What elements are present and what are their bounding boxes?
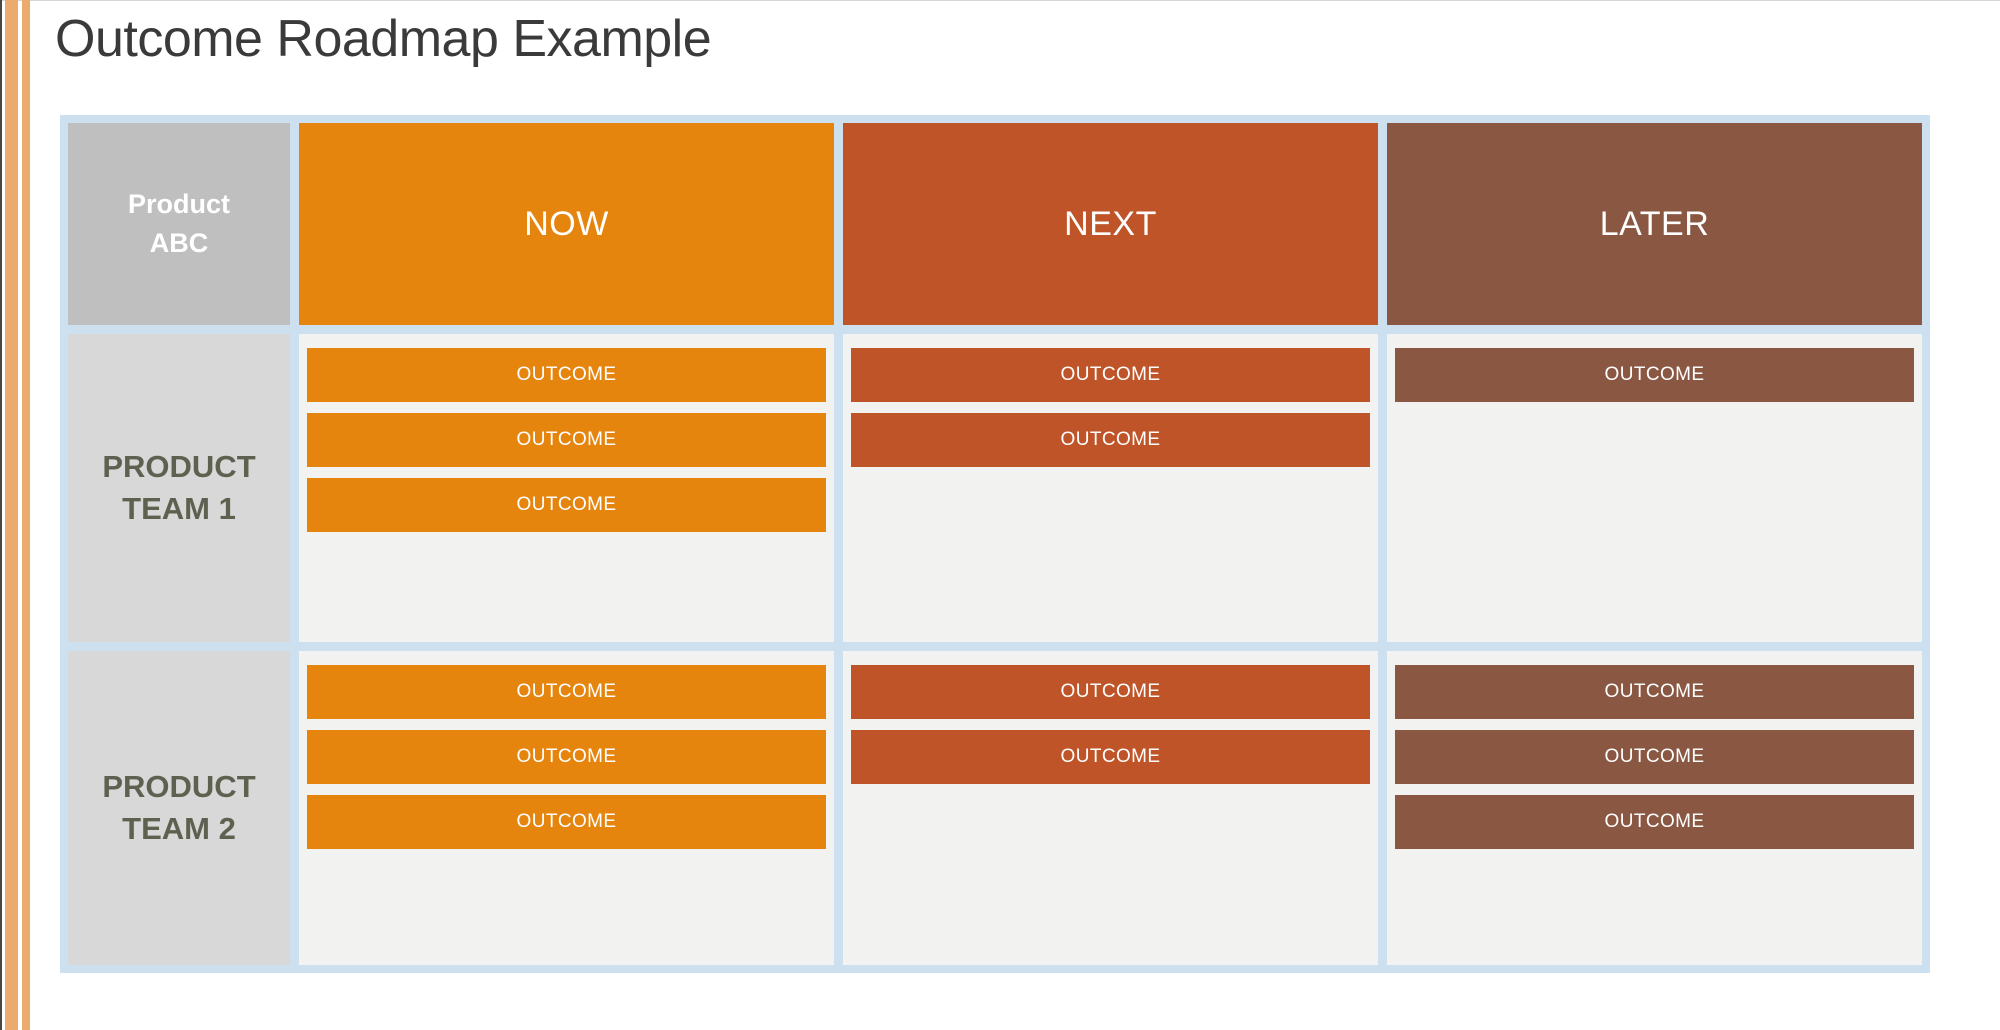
roadmap-table: Product ABC NOW NEXT LATER PRODUCT TEAM …: [60, 115, 1930, 973]
left-accent-stripe-2: [22, 0, 30, 1030]
row-label-team-2-line2: TEAM 2: [122, 811, 236, 846]
outcome-bar: OUTCOME: [307, 795, 826, 849]
row-label-team-1: PRODUCT TEAM 1: [68, 334, 290, 642]
left-accent-stripe-1: [5, 0, 18, 1030]
slide-title: Outcome Roadmap Example: [55, 10, 712, 68]
slide-top-border: [0, 0, 2000, 1]
outcome-bar: OUTCOME: [307, 665, 826, 719]
row-label-team-2: PRODUCT TEAM 2: [68, 651, 290, 965]
product-name-line1: Product: [127, 188, 230, 219]
cell-team2-later: OUTCOME OUTCOME OUTCOME: [1387, 651, 1922, 965]
outcome-bar: OUTCOME: [851, 730, 1370, 784]
outcome-bar: OUTCOME: [307, 413, 826, 467]
outcome-bar: OUTCOME: [307, 730, 826, 784]
cell-team1-later: OUTCOME: [1387, 334, 1922, 642]
column-header-later: LATER: [1387, 123, 1922, 325]
cell-team1-now: OUTCOME OUTCOME OUTCOME: [299, 334, 834, 642]
cell-team2-now: OUTCOME OUTCOME OUTCOME: [299, 651, 834, 965]
outcome-bar: OUTCOME: [1395, 348, 1914, 402]
row-label-team-1-line2: TEAM 1: [122, 491, 236, 526]
product-name-line2: ABC: [149, 228, 209, 258]
product-corner-cell: Product ABC: [68, 123, 290, 325]
left-edge-line: [0, 0, 2, 1030]
column-header-now: NOW: [299, 123, 834, 325]
outcome-bar: OUTCOME: [851, 665, 1370, 719]
row-label-team-1-line1: PRODUCT: [102, 449, 256, 485]
column-header-next: NEXT: [843, 123, 1378, 325]
outcome-bar: OUTCOME: [307, 348, 826, 402]
outcome-bar: OUTCOME: [851, 348, 1370, 402]
outcome-bar: OUTCOME: [851, 413, 1370, 467]
outcome-bar: OUTCOME: [1395, 795, 1914, 849]
cell-team2-next: OUTCOME OUTCOME: [843, 651, 1378, 965]
row-label-team-2-line1: PRODUCT: [102, 769, 256, 805]
cell-team1-next: OUTCOME OUTCOME: [843, 334, 1378, 642]
outcome-bar: OUTCOME: [1395, 730, 1914, 784]
outcome-bar: OUTCOME: [307, 478, 826, 532]
outcome-bar: OUTCOME: [1395, 665, 1914, 719]
